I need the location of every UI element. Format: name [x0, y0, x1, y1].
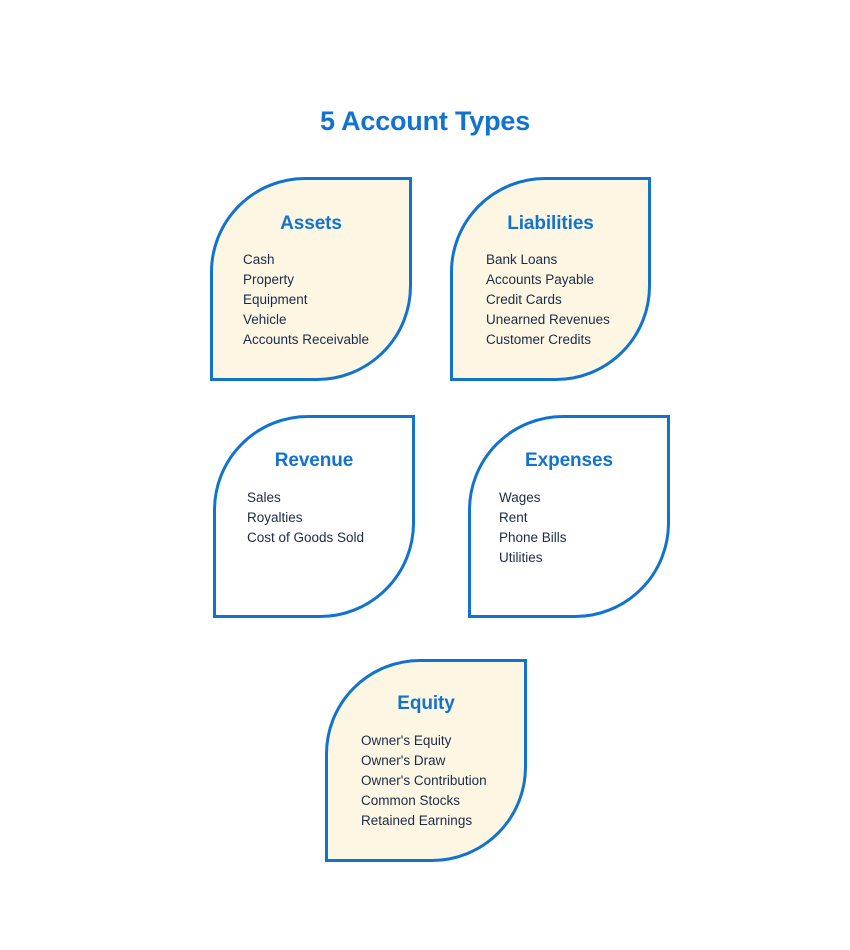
- list-item: Equipment: [243, 292, 308, 307]
- list-item: Vehicle: [243, 312, 287, 327]
- card-title-expenses: Expenses: [525, 450, 613, 471]
- card-title-liabilities: Liabilities: [507, 213, 594, 234]
- list-item: Property: [243, 272, 295, 287]
- list-item: Owner's Contribution: [361, 773, 487, 788]
- card-title-assets: Assets: [280, 213, 342, 234]
- list-item: Utilities: [499, 550, 543, 565]
- page-title: 5 Account Types: [319, 106, 531, 136]
- list-item: Sales: [247, 490, 281, 505]
- list-item: Owner's Draw: [361, 753, 446, 768]
- list-item: Retained Earnings: [361, 813, 473, 828]
- list-item: Royalties: [247, 510, 303, 525]
- list-item: Cost of Goods Sold: [247, 530, 365, 545]
- list-item: Accounts Receivable: [243, 332, 370, 347]
- list-item: Cash: [243, 252, 275, 267]
- list-item: Bank Loans: [486, 252, 558, 267]
- card-title-revenue: Revenue: [274, 450, 354, 471]
- list-item: Common Stocks: [361, 793, 461, 808]
- list-item: Rent: [499, 510, 528, 525]
- list-item: Customer Credits: [486, 332, 592, 347]
- list-item: Accounts Payable: [486, 272, 595, 287]
- list-item: Owner's Equity: [361, 733, 452, 748]
- list-item: Phone Bills: [499, 530, 567, 545]
- list-item: Credit Cards: [486, 292, 562, 307]
- list-item: Unearned Revenues: [486, 312, 610, 327]
- list-item: Wages: [499, 490, 541, 505]
- card-title-equity: Equity: [397, 693, 455, 714]
